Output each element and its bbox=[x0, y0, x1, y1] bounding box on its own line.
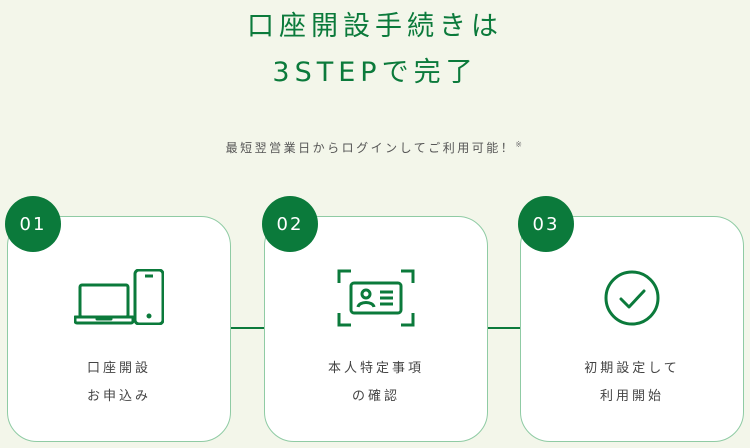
step-number-3: 03 bbox=[518, 196, 574, 252]
step-card-3: 初期設定して利用開始 bbox=[520, 216, 744, 442]
check-circle-icon bbox=[603, 269, 661, 331]
page-title-line1: 口座開設手続きは bbox=[247, 11, 503, 42]
subtitle: 最短翌営業日からログインしてご利用可能！※ bbox=[0, 139, 750, 156]
step-number-2: 02 bbox=[262, 196, 318, 252]
laptop-phone-icon bbox=[73, 268, 165, 329]
step-card-2: 本人特定事項の確認 bbox=[264, 216, 488, 442]
step-label-1a: 口座開設 bbox=[86, 361, 151, 376]
step-number-1: 01 bbox=[5, 196, 61, 252]
step-label-2a: 本人特定事項 bbox=[327, 361, 424, 376]
step-label-3b: 利用開始 bbox=[599, 389, 664, 404]
connector-line bbox=[231, 327, 265, 329]
step-label-2b: の確認 bbox=[351, 389, 400, 404]
subtitle-text: 最短翌営業日からログインしてご利用可能！ bbox=[225, 141, 516, 155]
subtitle-note: ※ bbox=[515, 140, 525, 149]
step-card-1: 口座開設お申込み bbox=[7, 216, 231, 442]
step-label-1b: お申込み bbox=[86, 389, 151, 404]
step-label-3a: 初期設定して bbox=[584, 361, 680, 376]
page-title-line2: 3STEPで完了 bbox=[272, 57, 478, 88]
id-card-icon bbox=[337, 269, 415, 331]
connector-line bbox=[487, 327, 521, 329]
